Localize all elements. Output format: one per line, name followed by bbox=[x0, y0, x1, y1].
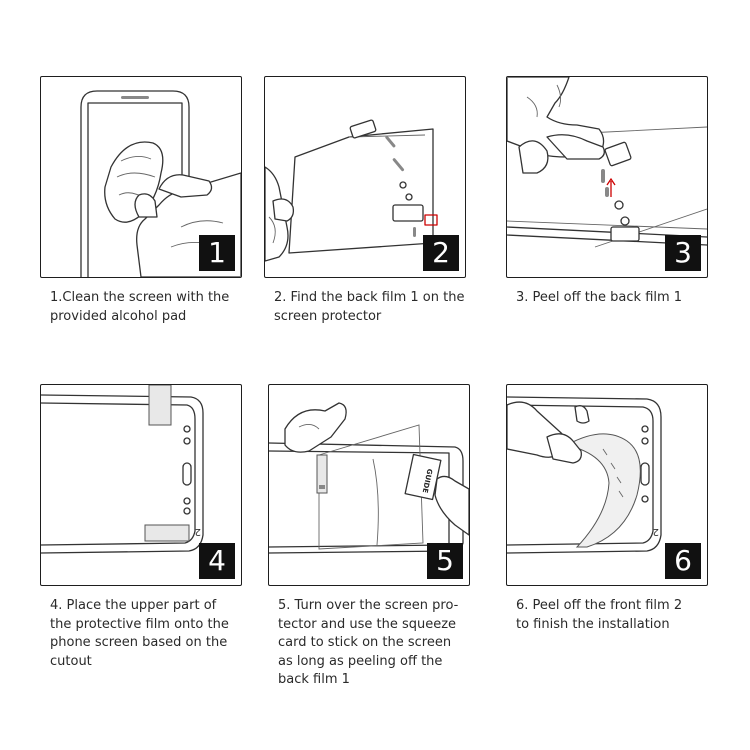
step-5-caption: 5. Turn over the screen pro- tector and … bbox=[278, 598, 459, 687]
find-back-film-illustration bbox=[265, 119, 438, 262]
step-6-illustration: 2 6 bbox=[506, 384, 708, 586]
step-5-illustration: GUIDE 5 bbox=[268, 384, 470, 586]
film-2-tab-label: 2 bbox=[195, 526, 201, 537]
step-number-badge: 6 bbox=[665, 543, 701, 579]
step-number-badge: 2 bbox=[423, 235, 459, 271]
step-number-badge: 4 bbox=[199, 543, 235, 579]
step-number-badge: 3 bbox=[665, 235, 701, 271]
squeeze-card-illustration: GUIDE bbox=[269, 402, 469, 554]
step-4-illustration: 2 4 bbox=[40, 384, 242, 586]
step-2-illustration: 2 bbox=[264, 76, 466, 278]
peel-front-film-illustration: 2 bbox=[507, 396, 662, 554]
step-4-caption: 4. Place the upper part of the protectiv… bbox=[50, 598, 229, 669]
step-2-caption: 2. Find the back film 1 on the screen pr… bbox=[274, 290, 465, 324]
step-number-badge: 5 bbox=[427, 543, 463, 579]
step-3-illustration: 3 bbox=[506, 76, 708, 278]
step-number-badge: 1 bbox=[199, 235, 235, 271]
step-6-caption: 6. Peel off the front film 2 to finish t… bbox=[516, 598, 683, 632]
step-1-illustration: 1 bbox=[40, 76, 242, 278]
step-1-caption: 1.Clean the screen with the provided alc… bbox=[50, 290, 230, 324]
film-2-tab-label: 2 bbox=[653, 526, 659, 537]
step-3-caption: 3. Peel off the back film 1 bbox=[516, 290, 683, 305]
place-film-illustration: 2 bbox=[41, 385, 204, 554]
peel-back-film-illustration bbox=[507, 77, 707, 248]
